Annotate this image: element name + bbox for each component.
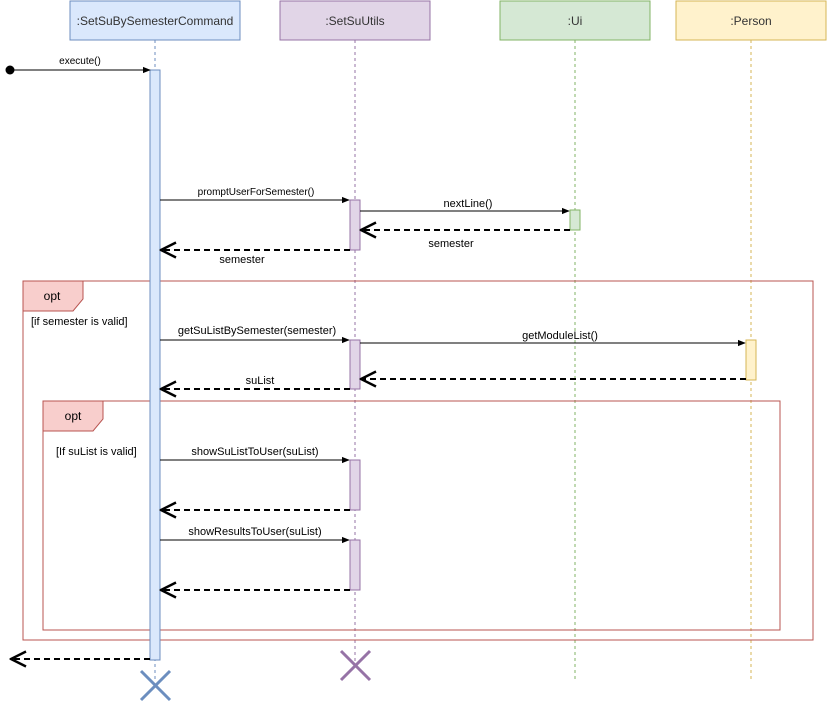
message-return-semester-ui: semester xyxy=(361,230,570,250)
participant-person: :Person xyxy=(675,0,827,41)
message-prompt: promptUserForSemester() xyxy=(160,187,350,204)
message-show-results: showResultsToUser(suList) xyxy=(160,526,350,544)
activation-utils-2 xyxy=(349,339,361,390)
message-prompt-label: promptUserForSemester() xyxy=(198,187,315,198)
message-return-semester-ui-label: semester xyxy=(428,238,474,250)
fragment-outer: opt [if semester is valid] xyxy=(22,280,814,641)
message-return-semester-label: semester xyxy=(219,254,265,266)
message-show-results-label: showResultsToUser(suList) xyxy=(188,526,321,538)
message-get-modules: getModuleList() xyxy=(360,330,746,347)
activation-utils-3 xyxy=(349,459,361,511)
activation-cmd xyxy=(149,69,161,661)
message-return-sulist: suList xyxy=(161,375,350,389)
destroy-marker-cmd-icon xyxy=(139,669,172,702)
destroy-marker-utils-icon xyxy=(339,649,372,682)
message-show-sulist: showSuListToUser(suList) xyxy=(160,446,350,464)
fragment-inner: opt [If suList is valid] xyxy=(42,400,781,631)
participant-ui-label: :Ui xyxy=(568,14,583,28)
participant-utils: :SetSuUtils xyxy=(279,0,431,41)
activation-person xyxy=(745,339,757,381)
message-get-sulist: getSuListBySemester(semester) xyxy=(160,325,350,344)
activation-ui xyxy=(569,209,581,231)
participant-cmd-label: :SetSuBySemesterCommand xyxy=(77,14,234,28)
message-get-modules-label: getModuleList() xyxy=(522,330,598,342)
participant-ui: :Ui xyxy=(499,0,651,41)
message-show-sulist-label: showSuListToUser(suList) xyxy=(191,446,318,458)
activation-utils-4 xyxy=(349,539,361,591)
message-execute-label: execute() xyxy=(59,56,101,67)
message-nextline: nextLine() xyxy=(360,198,570,215)
participant-utils-label: :SetSuUtils xyxy=(325,14,384,28)
message-return-semester: semester xyxy=(161,250,350,266)
participant-person-label: :Person xyxy=(730,14,771,28)
fragment-inner-guard: [If suList is valid] xyxy=(56,446,137,458)
fragment-outer-operator: opt xyxy=(44,289,61,303)
message-return-sulist-label: suList xyxy=(246,375,275,387)
message-get-sulist-label: getSuListBySemester(semester) xyxy=(178,325,336,337)
message-nextline-label: nextLine() xyxy=(444,198,493,210)
activation-utils-1 xyxy=(349,199,361,251)
participant-cmd: :SetSuBySemesterCommand xyxy=(69,0,241,41)
message-execute: execute() xyxy=(10,56,151,74)
fragment-outer-guard: [if semester is valid] xyxy=(31,316,128,328)
fragment-inner-operator: opt xyxy=(65,409,82,423)
